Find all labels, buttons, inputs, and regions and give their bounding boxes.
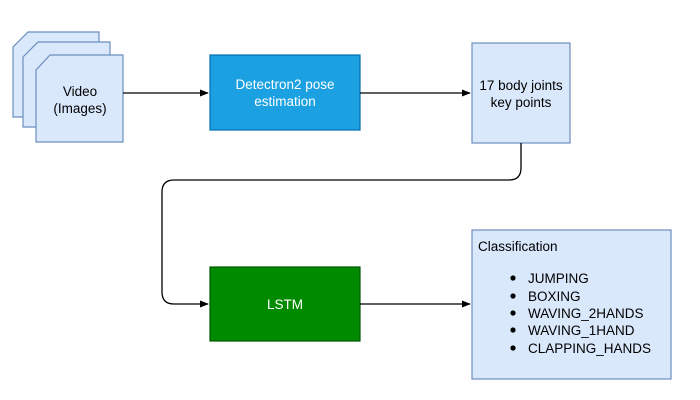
pose-estimation-label-line2: estimation xyxy=(254,94,316,109)
pose-estimation-node: Detectron2 pose estimation xyxy=(209,54,361,131)
pose-estimation-box xyxy=(209,54,361,131)
edge-keypoints-to-lstm xyxy=(161,143,522,308)
classification-bullet xyxy=(510,310,516,316)
keypoints-label-line1: 17 body joints xyxy=(479,78,563,93)
classification-item: JUMPING xyxy=(528,271,589,286)
video-label-line2: (Images) xyxy=(53,101,106,116)
classification-item: WAVING_2HANDS xyxy=(528,306,644,321)
lstm-label: LSTM xyxy=(267,297,303,312)
lstm-node: LSTM xyxy=(209,266,361,342)
keypoints-label-line2: key points xyxy=(491,95,552,110)
classification-item: WAVING_1HAND xyxy=(528,323,635,338)
classification-bullet xyxy=(510,275,516,281)
pose-estimation-label-line1: Detectron2 pose xyxy=(235,77,334,92)
video-card-front xyxy=(35,54,124,143)
video-label-line1: Video xyxy=(63,84,97,99)
classification-node: Classification JUMPING BOXING WAVING_2HA… xyxy=(471,229,672,380)
keypoints-node: 17 body joints key points xyxy=(471,42,571,144)
classification-item: CLAPPING_HANDS xyxy=(528,341,651,356)
classification-item: BOXING xyxy=(528,289,581,304)
video-images-node: Video (Images) xyxy=(12,31,124,143)
lstm-box xyxy=(209,266,361,342)
keypoints-box xyxy=(471,42,571,144)
classification-box xyxy=(471,229,672,380)
classification-bullet xyxy=(510,327,516,333)
classification-title: Classification xyxy=(478,239,558,254)
classification-bullet xyxy=(510,345,516,351)
classification-bullet xyxy=(510,293,516,299)
